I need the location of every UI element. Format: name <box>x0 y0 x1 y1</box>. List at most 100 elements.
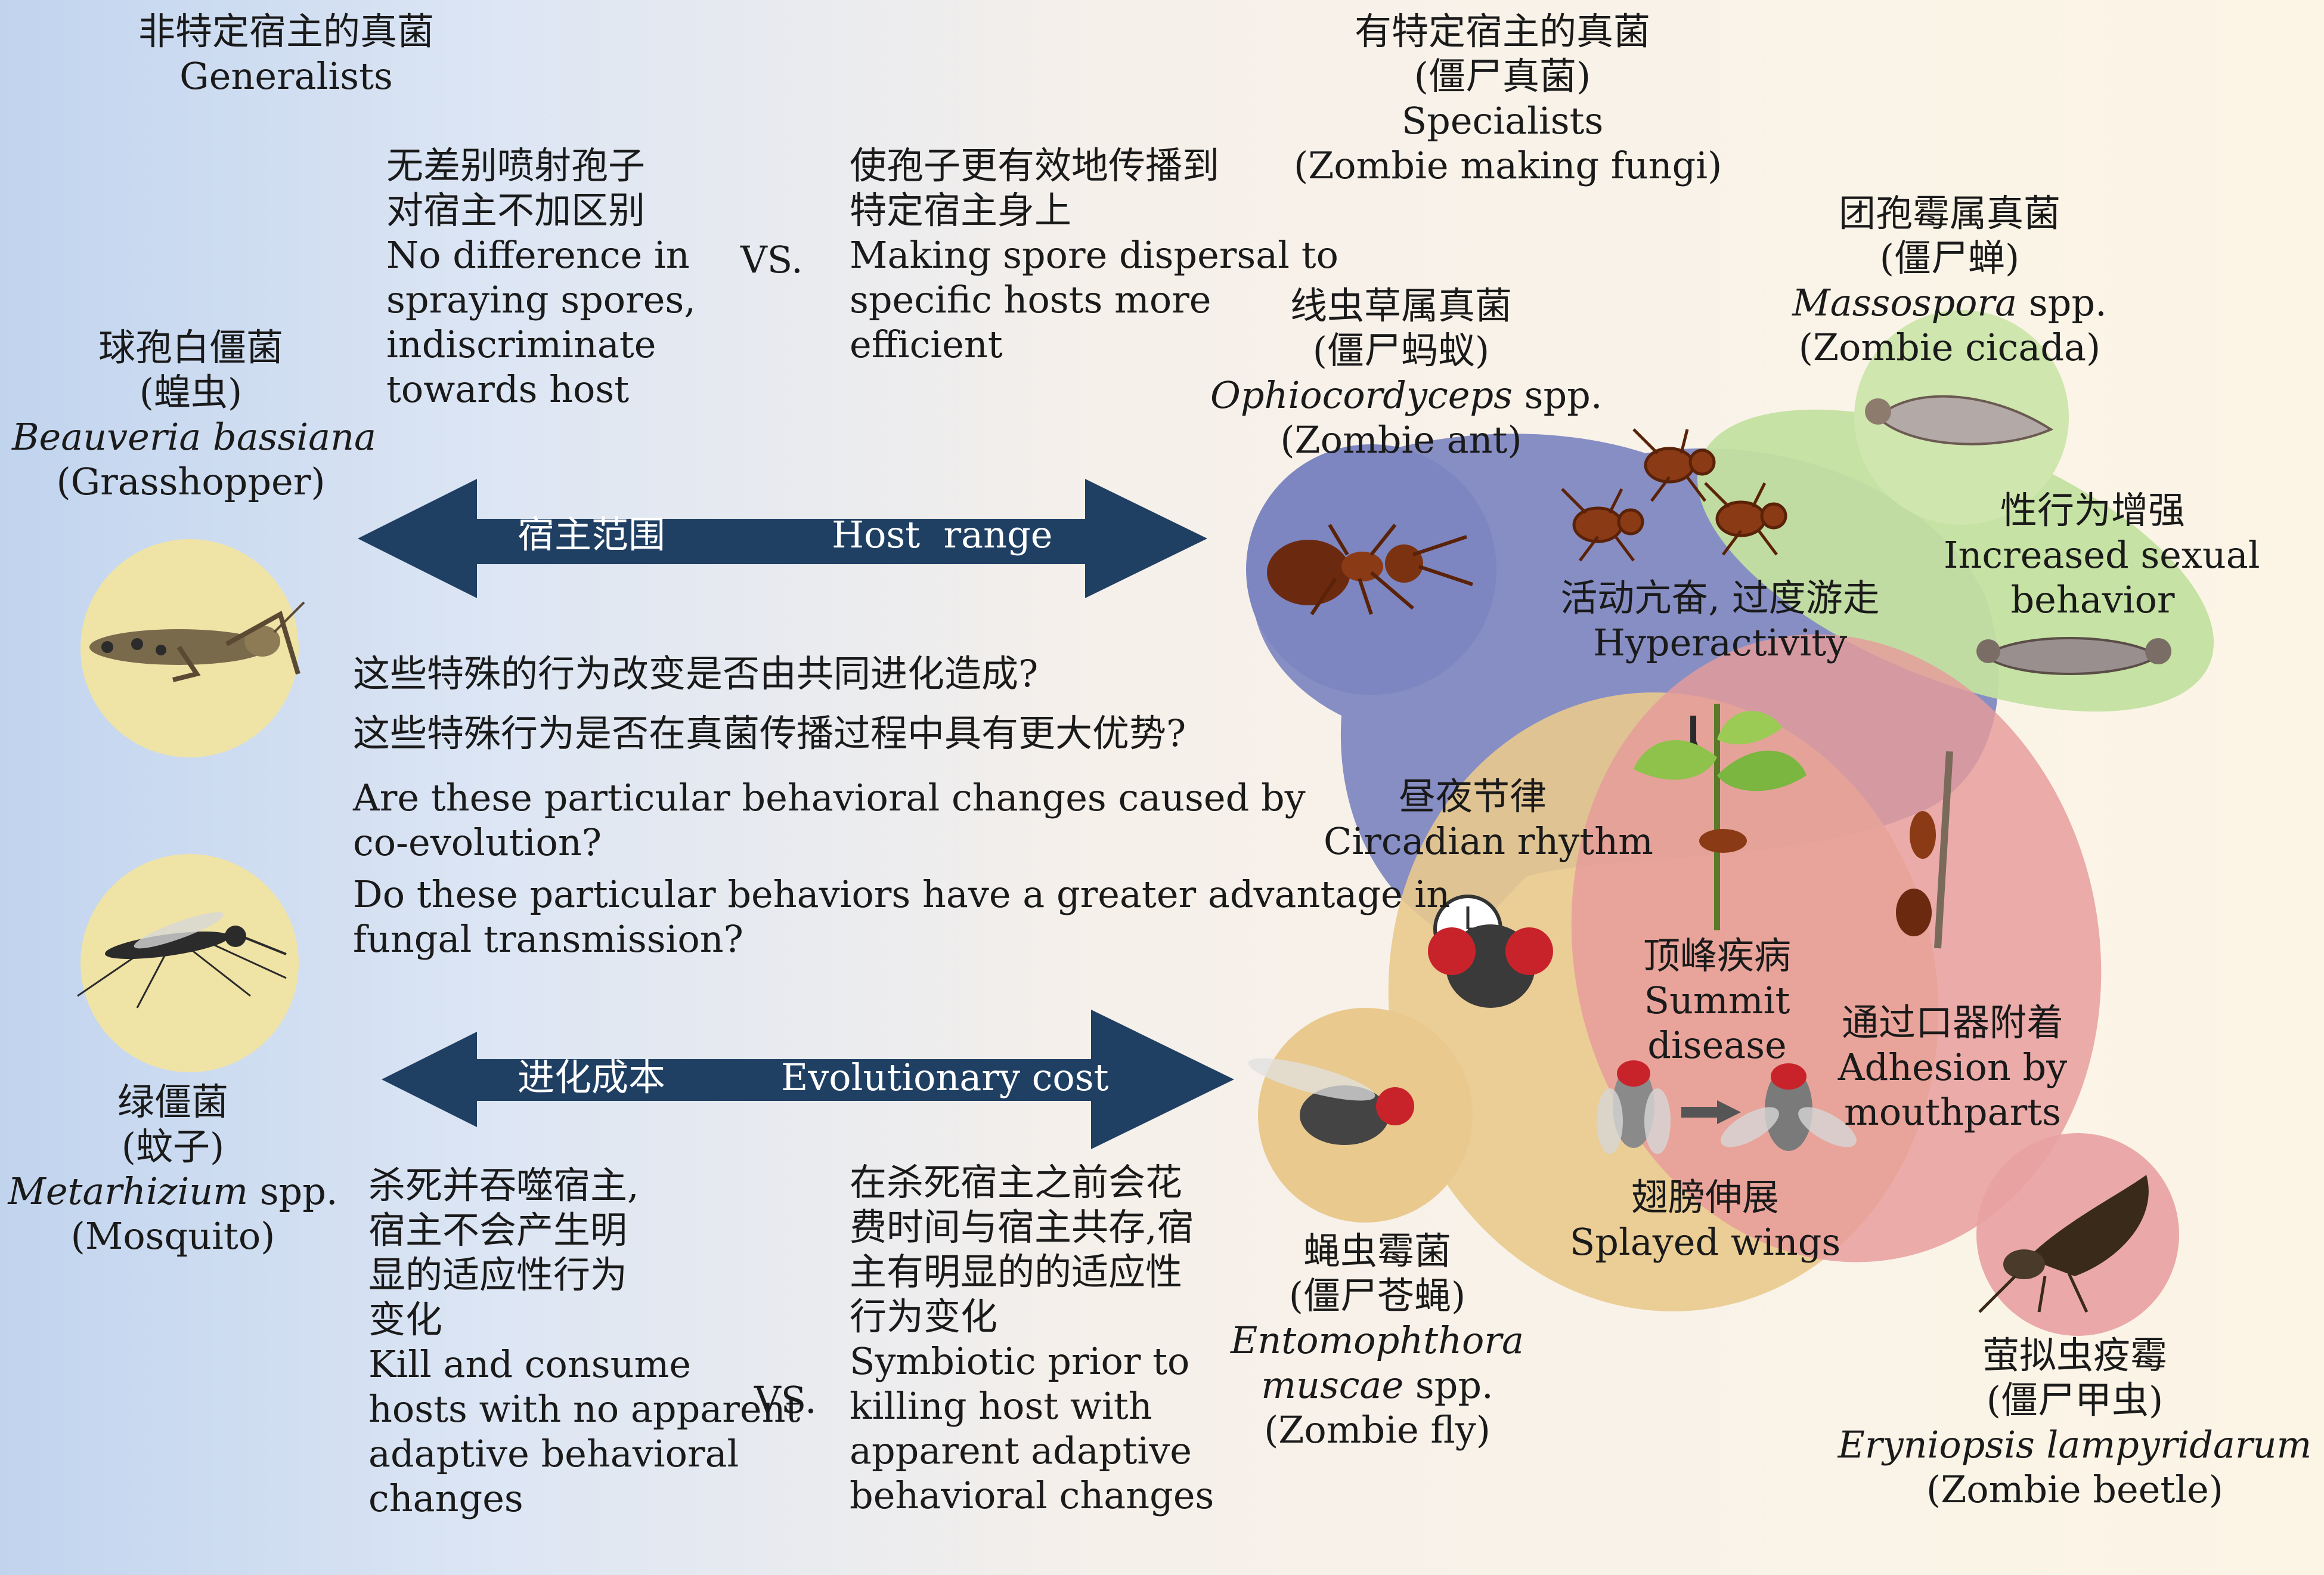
metarhizium-zh-host: (蚊子) <box>121 1125 225 1168</box>
dispersal-zh1: 使孢子更有效地传播到 <box>850 144 1220 187</box>
entomophthora-spp: spp. <box>1403 1363 1493 1407</box>
behavior-sexual: 性行为增强 Increased sexual behavior <box>1944 488 2260 622</box>
ophiocordyceps-zh: 线虫草属真菌 <box>1290 284 1512 327</box>
kill-en4: changes <box>368 1477 523 1520</box>
symbiotic-en3: apparent adaptive <box>850 1429 1192 1472</box>
massospora-spp: spp. <box>2017 281 2107 324</box>
summit-en1: Summit <box>1644 979 1790 1022</box>
host-range-label-en: Host range <box>832 513 1052 556</box>
behavior-wings: 翅膀伸展 Splayed wings <box>1562 1175 1848 1264</box>
massospora-latin-line: Massospora spp. <box>1789 280 2111 325</box>
entomophthora-latin2: muscae <box>1261 1363 1404 1407</box>
massospora-latin: Massospora <box>1792 281 2018 324</box>
symbiotic-zh1: 在杀死宿主之前会花 <box>850 1161 1183 1204</box>
symbiotic-en2: killing host with <box>850 1384 1152 1428</box>
dispersal-en2: specific hosts more <box>850 278 1211 321</box>
dispersal-text: 使孢子更有效地传播到 特定宿主身上 Making spore dispersal… <box>850 143 1338 367</box>
mosquito-circle <box>80 854 299 1072</box>
adhesion-zh: 通过口器附着 <box>1841 1001 2063 1044</box>
vs-top: VS. <box>740 238 803 281</box>
kill-en3: adaptive behavioral <box>368 1432 739 1475</box>
adhesion-en1: Adhesion by <box>1837 1045 2068 1089</box>
questions-en3: Do these particular behaviors have a gre… <box>353 872 1451 916</box>
ants-hyperactivity-icon <box>1561 428 1787 562</box>
evolutionary-cost-arrow <box>382 1010 1234 1149</box>
circadian-clock-icon <box>1428 895 1553 1008</box>
symbiotic-en1: Symbiotic prior to <box>850 1339 1190 1383</box>
ophiocordyceps-latin-line: Ophiocordyceps spp. <box>1210 373 1603 417</box>
symbiotic-text: 在杀死宿主之前会花 费时间与宿主共存,宿 主有明显的的适应性 行为变化 Symb… <box>850 1160 1214 1518</box>
questions-text: 这些特殊的行为改变是否由共同进化造成? 这些特殊行为是否在真菌传播过程中具有更大… <box>353 644 1186 763</box>
eryniopsis-zh-host: (僵尸甲虫) <box>1986 1378 2164 1422</box>
symbiotic-en4: behavioral changes <box>850 1474 1214 1517</box>
stick-ant-icon <box>1896 751 1953 949</box>
pink-region <box>1571 634 2102 1263</box>
entomophthora-zh-host: (僵尸苍蝇) <box>1288 1274 1466 1317</box>
specialists-en2: (Zombie making fungi) <box>1294 144 1722 187</box>
cicada-icon <box>1865 395 2054 445</box>
symbiotic-zh3: 主有明显的的适应性 <box>850 1250 1183 1294</box>
kill-en2: hosts with no apparent <box>368 1387 801 1431</box>
behavior-circadian: 昼夜节律 Circadian rhythm <box>1324 774 1653 864</box>
specialists-zh2: (僵尸真菌) <box>1414 54 1591 98</box>
massospora-label: 团孢霉属真菌 (僵尸蝉) Massospora spp. (Zombie cic… <box>1789 191 2111 370</box>
kill-zh1: 杀死并吞噬宿主, <box>368 1164 639 1207</box>
spray-text: 无差别喷射孢子 对宿主不加区别 No difference in sprayin… <box>386 143 696 411</box>
specialists-zh: 有特定宿主的真菌 <box>1354 10 1650 53</box>
hyper-zh: 活动亢奋, 过度游走 <box>1560 576 1880 620</box>
sexual-zh: 性行为增强 <box>2000 488 2185 532</box>
kill-en1: Kill and consume <box>368 1342 692 1386</box>
vs-bottom: VS. <box>754 1378 817 1422</box>
metarhizium-zh: 绿僵菌 <box>117 1080 228 1124</box>
fly-icon <box>1248 1058 1414 1145</box>
ophiocordyceps-zh-host: (僵尸蚂蚁) <box>1312 329 1490 372</box>
host-range-arrow <box>358 479 1207 598</box>
entomophthora-latin2-line: muscae spp. <box>1216 1363 1538 1407</box>
symbiotic-zh2: 费时间与宿主共存,宿 <box>850 1205 1194 1249</box>
behavior-summit: 顶峰疾病 Summit disease <box>1610 933 1824 1067</box>
spray-en2: spraying spores, <box>386 278 696 321</box>
questions-en2: co-evolution? <box>353 821 602 864</box>
questions-zh2: 这些特殊行为是否在真菌传播过程中具有更大优势? <box>353 711 1186 755</box>
beetle-icon <box>1978 1175 2149 1313</box>
sexual-en2: behavior <box>2010 578 2175 621</box>
entomophthora-en-host: (Zombie fly) <box>1264 1408 1491 1452</box>
ophiocordyceps-en-host: (Zombie ant) <box>1280 418 1522 462</box>
generalists-heading: 非特定宿主的真菌 Generalists <box>95 9 477 98</box>
beauveria-label: 球孢白僵菌 (蝗虫) Beauveria bassiana (Grasshopp… <box>12 325 376 504</box>
kill-zh4: 变化 <box>368 1298 443 1341</box>
circadian-zh: 昼夜节律 <box>1398 775 1547 818</box>
generalists-zh: 非特定宿主的真菌 <box>138 10 434 53</box>
entomophthora-zh: 蝇虫霉菌 <box>1303 1229 1451 1273</box>
entomophthora-latin1: Entomophthora <box>1231 1319 1524 1362</box>
evo-cost-label-en: Evolutionary cost <box>781 1056 1109 1099</box>
generalists-en: Generalists <box>179 54 393 98</box>
beauveria-en-host: (Grasshopper) <box>56 460 326 503</box>
spray-en1: No difference in <box>386 233 690 277</box>
spray-zh1: 无差别喷射孢子 <box>386 144 646 187</box>
specialists-heading: 有特定宿主的真菌 (僵尸真菌) Specialists (Zombie maki… <box>1294 9 1722 188</box>
questions-en4: fungal transmission? <box>353 917 743 961</box>
specialists-en: Specialists <box>1401 99 1604 143</box>
hyper-en: Hyperactivity <box>1592 621 1848 664</box>
metarhizium-latin: Metarhizium <box>8 1169 249 1213</box>
beauveria-latin: Beauveria bassiana <box>12 415 376 459</box>
massospora-zh-host: (僵尸蝉) <box>1879 236 2020 280</box>
summit-en2: disease <box>1647 1023 1787 1067</box>
summit-plant-icon <box>1634 704 1806 930</box>
ant-icon <box>1267 524 1473 615</box>
eryniopsis-label: 萤拟虫疫霉 (僵尸甲虫) Eryniopsis lampyridarum (Zo… <box>1836 1333 2313 1512</box>
adhesion-en2: mouthparts <box>1844 1090 2061 1134</box>
questions-en: Are these particular behavioral changes … <box>353 775 1450 961</box>
eryniopsis-en-host: (Zombie beetle) <box>1926 1468 2223 1511</box>
spray-en4: towards host <box>386 367 630 411</box>
summit-zh: 顶峰疾病 <box>1643 934 1791 977</box>
questions-zh1: 这些特殊的行为改变是否由共同进化造成? <box>353 652 1039 695</box>
ophiocordyceps-spp: spp. <box>1512 373 1603 417</box>
grasshopper-icon <box>89 601 305 682</box>
sexual-en1: Increased sexual <box>1944 533 2260 577</box>
dispersal-en3: efficient <box>850 323 1003 366</box>
questions-en1: Are these particular behavioral changes … <box>353 776 1306 819</box>
mosquito-icon <box>77 912 287 1008</box>
